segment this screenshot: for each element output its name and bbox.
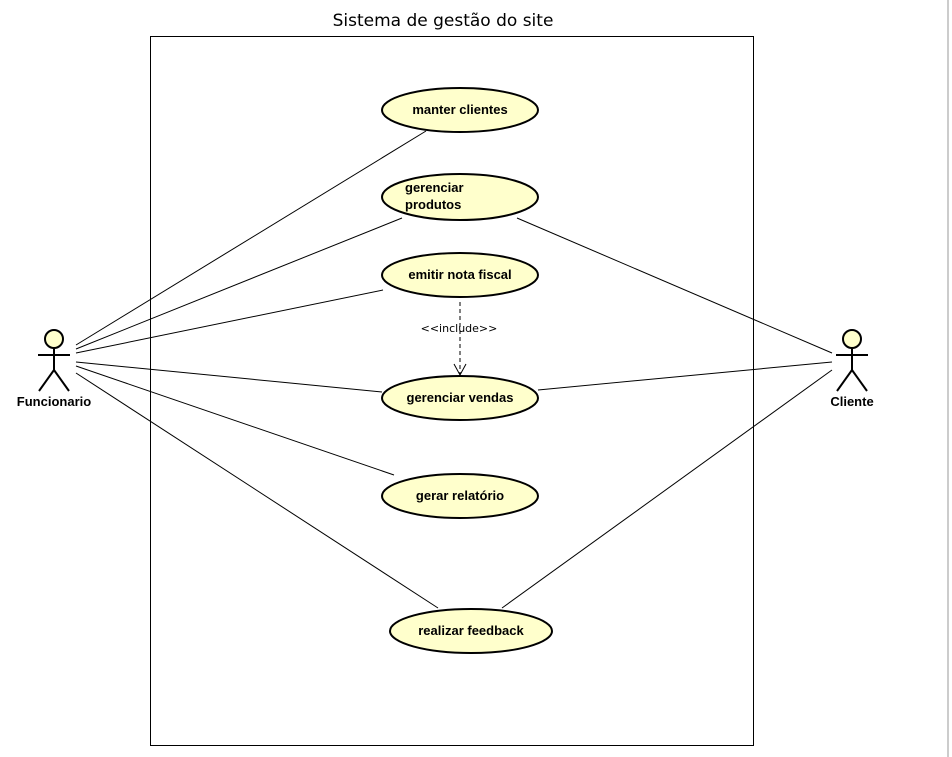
assoc-funcionario-manter-clientes[interactable]: [75, 130, 427, 346]
actor-cliente[interactable]: Cliente: [830, 329, 874, 409]
actor-funcionario[interactable]: Funcionario: [17, 329, 91, 409]
use-case-label: gerenciar vendas: [407, 390, 514, 405]
use-case-label: manter clientes: [412, 102, 507, 117]
use-case-label-line2: produtos: [405, 197, 461, 212]
assoc-cliente-gerenciar-vendas[interactable]: [537, 361, 833, 391]
stick-figure-icon: [836, 329, 868, 392]
assoc-funcionario-emitir-nota-fiscal[interactable]: [75, 289, 384, 354]
include-dependency[interactable]: <<include>>: [421, 302, 498, 377]
use-case-gerenciar-produtos[interactable]: gerenciar produtos: [381, 173, 539, 221]
include-stereotype: <<include>>: [421, 322, 498, 335]
associations-funcionario: [75, 130, 439, 609]
use-case-gerar-relatorio[interactable]: gerar relatório: [381, 473, 539, 519]
use-case-label: realizar feedback: [418, 623, 524, 638]
use-case-realizar-feedback[interactable]: realizar feedback: [389, 608, 553, 654]
system-title: Sistema de gestão do site: [333, 11, 554, 31]
use-case-gerenciar-vendas[interactable]: gerenciar vendas: [381, 375, 539, 421]
stick-figure-icon: [38, 329, 70, 392]
assoc-cliente-realizar-feedback[interactable]: [501, 369, 833, 609]
assoc-funcionario-gerar-relatorio[interactable]: [75, 365, 395, 476]
use-case-label: emitir nota fiscal: [408, 267, 511, 282]
use-case-label-line1: gerenciar: [405, 180, 464, 195]
use-case-label: gerar relatório: [416, 488, 504, 503]
associations-cliente: [501, 217, 833, 609]
actor-label: Funcionario: [17, 394, 91, 409]
assoc-cliente-gerenciar-produtos[interactable]: [516, 217, 833, 354]
assoc-funcionario-gerenciar-vendas[interactable]: [75, 361, 383, 393]
actor-label: Cliente: [830, 394, 873, 409]
assoc-funcionario-realizar-feedback[interactable]: [75, 372, 439, 609]
system-boundary[interactable]: [150, 36, 754, 746]
use-case-emitir-nota-fiscal[interactable]: emitir nota fiscal: [381, 252, 539, 298]
assoc-funcionario-gerenciar-produtos[interactable]: [75, 217, 403, 350]
use-case-manter-clientes[interactable]: manter clientes: [381, 87, 539, 133]
